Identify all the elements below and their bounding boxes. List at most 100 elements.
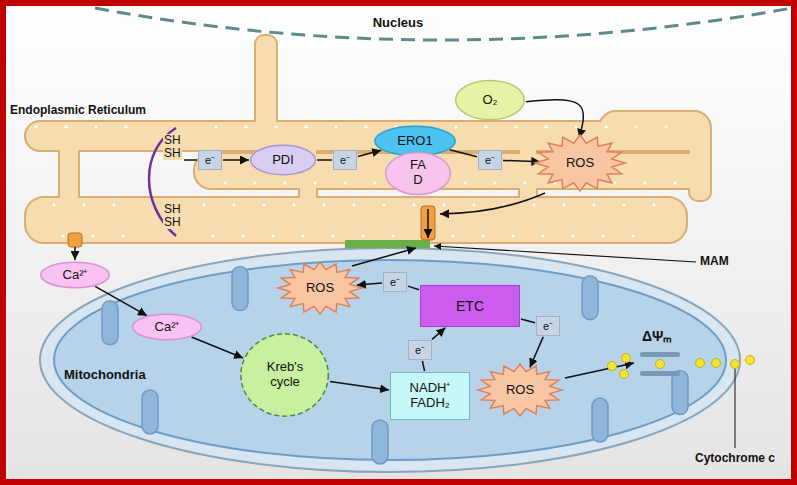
text-block: ROS (566, 156, 594, 171)
node-text: e⁻ (543, 320, 553, 333)
mam-band (345, 240, 430, 248)
connector-arrow (358, 150, 381, 156)
region-label: Nucleus (373, 16, 424, 31)
cytochrome-dot (731, 360, 740, 369)
ribosome (322, 203, 326, 207)
ribosome (601, 234, 605, 238)
node-text: ETC (456, 298, 484, 314)
connector-arrow (422, 361, 424, 371)
text-block: e⁻ (543, 320, 553, 333)
node-text: e⁻ (485, 154, 495, 167)
node-text: e⁻ (390, 276, 400, 289)
text-block: NADH⁺ FADH₂ (400, 381, 460, 411)
cytochrome-dot (620, 370, 629, 379)
ribosome (412, 203, 416, 207)
ribosome (382, 203, 386, 207)
ribosome (64, 125, 68, 129)
ribosome (223, 181, 227, 185)
ribosome (673, 181, 677, 185)
channel-arrow (427, 209, 429, 238)
cytochrome-dot (622, 354, 631, 363)
connector-arrow (330, 382, 389, 391)
burst-shape (535, 135, 625, 191)
ribosome (124, 125, 128, 129)
node-text: Ca²⁺ (63, 268, 88, 283)
text-block: PDI (272, 153, 294, 168)
text-block: ERO1 (397, 134, 432, 149)
electron-box: e⁻ (198, 150, 222, 170)
connector-arrow (357, 283, 382, 285)
er-channel (421, 206, 435, 240)
text-block: Kreb's cycle (253, 360, 317, 390)
region-label: Endoplasmic Reticulum (10, 104, 146, 118)
crista (582, 276, 598, 320)
crista (372, 420, 388, 464)
electron-box: e⁻ (478, 150, 502, 170)
ribosome (232, 203, 236, 207)
er-lumen (256, 36, 276, 132)
text-block: O₂ (482, 93, 497, 108)
ribosome (334, 125, 338, 129)
ros-burst: ROS (478, 364, 562, 416)
electron-box: e⁻ (408, 340, 432, 360)
er-lumen (690, 130, 710, 200)
connector-arrow (223, 159, 249, 161)
crista (232, 267, 248, 311)
node-text: ROS (566, 156, 594, 171)
burst-shape (478, 364, 562, 416)
node-text: NADH⁺ FADH₂ (400, 381, 460, 411)
pore-bar (640, 371, 680, 376)
ribosome (472, 203, 476, 207)
connector-arrow (95, 286, 147, 315)
text-block: FA D (408, 158, 428, 188)
cytochrome-dot (746, 356, 755, 365)
oval-shape (375, 126, 455, 155)
ribosome (622, 203, 626, 207)
ribosome (34, 125, 38, 129)
ribosome (532, 203, 536, 207)
connector-arrow (503, 160, 540, 161)
er-lumen (26, 198, 686, 242)
ribosome (544, 125, 548, 129)
er-outline (26, 198, 686, 242)
ribosome (604, 125, 608, 129)
node-text: Ca²⁺ (155, 320, 180, 335)
text-block: Ca²⁺ (155, 320, 180, 335)
node-text: ROS (306, 281, 334, 296)
oval-shape (456, 80, 525, 119)
oval-shape (133, 314, 202, 339)
ribosome (451, 234, 455, 238)
ribosome (562, 203, 566, 207)
burst-shape (278, 262, 362, 314)
ribosome (91, 234, 95, 238)
ribosome (82, 203, 86, 207)
ros-burst: ROS (535, 135, 625, 191)
endoplasmic-reticulum (26, 36, 710, 242)
ribosome (454, 125, 458, 129)
cytochrome-dot (712, 359, 721, 368)
ribosome (361, 234, 365, 238)
ribosome (271, 234, 275, 238)
calcium-oval: Ca²⁺ (40, 262, 110, 288)
ribosome (643, 181, 647, 185)
thiol-group: SH SH (163, 203, 182, 229)
ribosome (571, 234, 575, 238)
oval-shape (41, 262, 110, 287)
electron-box: e⁻ (383, 272, 407, 292)
text-block: ROS (506, 383, 534, 398)
ribosome (511, 234, 515, 238)
ribosome (94, 125, 98, 129)
oxygen-oval: O₂ (455, 80, 525, 120)
ribosome (364, 125, 368, 129)
connector-arrow (408, 286, 419, 290)
oval-shape (251, 145, 316, 174)
ribosome (373, 181, 377, 185)
ribosome (121, 234, 125, 238)
thiol-group: SH SH (163, 134, 182, 160)
calcium-release-arrow (74, 247, 76, 260)
crista (592, 398, 608, 442)
crista (102, 301, 118, 345)
pore-bar (640, 352, 680, 357)
ribosome (211, 234, 215, 238)
ribosome (493, 181, 497, 185)
